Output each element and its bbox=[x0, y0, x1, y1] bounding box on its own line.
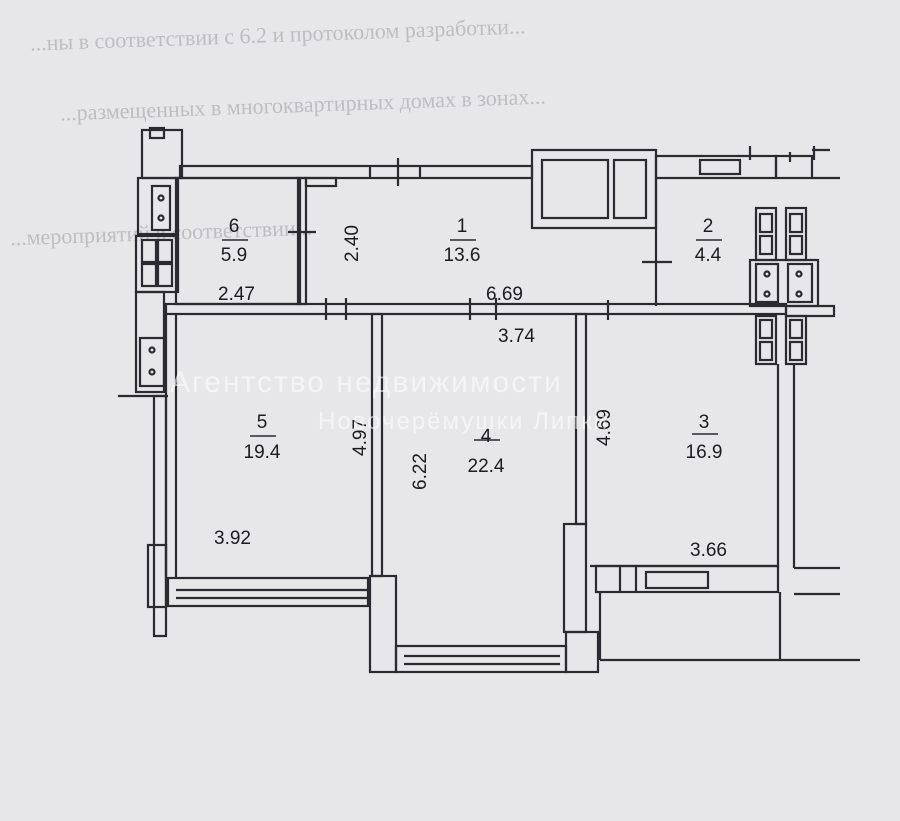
room-5-walls bbox=[164, 312, 384, 608]
dimension-label-2-47: 2.47 bbox=[218, 284, 255, 305]
room-4-area: 22.4 bbox=[467, 456, 505, 477]
dimension-label-6-69: 6.69 bbox=[486, 284, 523, 305]
room-3-walls bbox=[590, 564, 860, 662]
room-5-number: 5 bbox=[256, 412, 268, 433]
dimension-label-6-22: 6.22 bbox=[410, 453, 431, 490]
room-2-area: 4.4 bbox=[694, 245, 722, 266]
room-number-underlines bbox=[222, 239, 722, 441]
dimension-label-3-74: 3.74 bbox=[498, 326, 535, 347]
room-6-area: 5.9 bbox=[220, 245, 248, 266]
room-1-number: 1 bbox=[456, 216, 468, 237]
room-1-area: 13.6 bbox=[443, 245, 481, 266]
room-3-number: 3 bbox=[698, 412, 710, 433]
room-3-area: 16.9 bbox=[685, 442, 723, 463]
dimension-label-3-92: 3.92 bbox=[214, 528, 251, 549]
dimension-label-3-66: 3.66 bbox=[690, 540, 727, 561]
room-2-number: 2 bbox=[702, 216, 714, 237]
interior-walls-upper bbox=[174, 176, 338, 306]
room-6-number: 6 bbox=[228, 216, 240, 237]
watermark-line-1: Агентство недвижимости bbox=[170, 366, 563, 399]
room-5-area: 19.4 bbox=[243, 442, 281, 463]
central-horizontal-wall bbox=[164, 298, 836, 320]
kitchen-block bbox=[530, 146, 840, 306]
right-shafts bbox=[748, 206, 820, 568]
room-4-number: 4 bbox=[480, 426, 492, 447]
watermark-line-2: Новочерёмушки Липки bbox=[318, 408, 610, 435]
room-4-walls bbox=[368, 312, 600, 674]
left-exterior-wall bbox=[118, 126, 184, 638]
dimension-label-2-40: 2.40 bbox=[342, 225, 363, 262]
top-exterior-wall bbox=[178, 158, 534, 186]
